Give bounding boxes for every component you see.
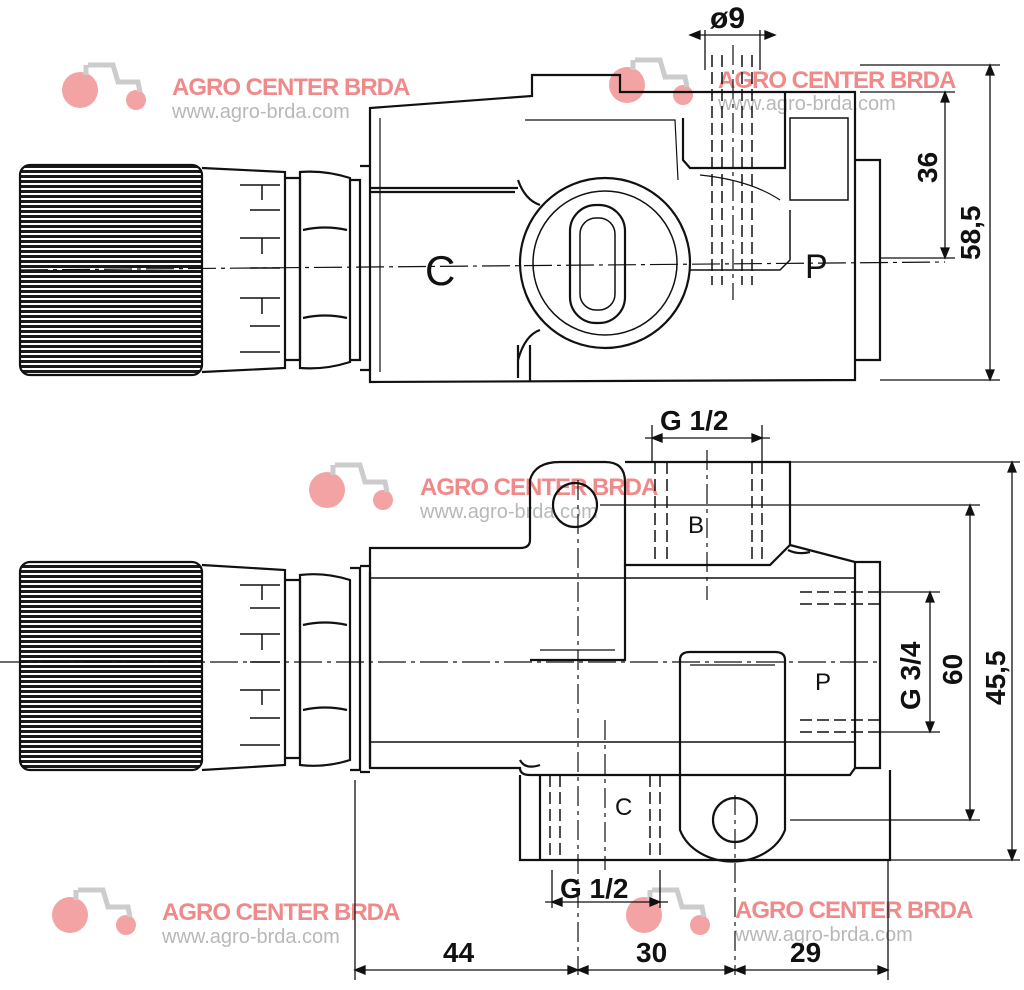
dim-bore-diameter: ø9	[710, 2, 745, 35]
port-hidden-lines	[549, 462, 880, 860]
watermark-url: www.agro-brda.com	[717, 93, 896, 115]
watermark-brand: AGRO CENTER BRDA	[735, 897, 973, 924]
dim-port-c-thread: G 1/2	[560, 873, 628, 904]
scale-collar	[201, 166, 287, 374]
watermark-brand: AGRO CENTER BRDA	[420, 474, 658, 501]
port-label-c-top: C	[425, 247, 455, 294]
dim-length-2: 30	[636, 937, 667, 968]
dimension-lines-top	[688, 30, 1000, 382]
rotary-boss	[518, 176, 692, 350]
watermark-top-right: AGRO CENTER BRDA www.agro-brda.com	[609, 60, 957, 115]
valve-body-top	[360, 73, 882, 384]
watermark-bottom-left: AGRO CENTER BRDA www.agro-brda.com	[52, 890, 401, 948]
dim-length-1: 44	[443, 937, 475, 968]
watermark-url: www.agro-brda.com	[161, 926, 340, 948]
dim-height-to-axis: 36	[912, 152, 943, 183]
port-label-p-front: P	[815, 669, 831, 696]
scale-collar-front	[201, 563, 287, 772]
watermark-url: www.agro-brda.com	[419, 501, 598, 523]
dim-port-spacing: 60	[937, 654, 968, 685]
dim-port-b-thread: G 1/2	[660, 405, 728, 436]
dim-length-3: 29	[790, 937, 821, 968]
valve-body-front	[360, 460, 892, 863]
hex-nut	[285, 170, 362, 370]
watermark-url: www.agro-brda.com	[171, 101, 350, 123]
watermark-top-left: AGRO CENTER BRDA www.agro-brda.com	[62, 65, 411, 123]
port-label-b: B	[688, 512, 704, 539]
watermark-middle: AGRO CENTER BRDA www.agro-brda.com	[309, 465, 659, 523]
dim-total-height-top: 58,5	[955, 206, 986, 261]
hex-nut-front	[285, 566, 362, 772]
dim-total-height-front: 45,5	[980, 651, 1011, 706]
knob-knurled-front	[18, 560, 204, 772]
tractor-icon	[52, 890, 136, 935]
tractor-icon	[309, 465, 393, 510]
dim-port-p-thread: G 3/4	[895, 641, 926, 710]
port-label-p-top: P	[805, 248, 828, 286]
tractor-icon	[626, 890, 710, 935]
tractor-icon	[609, 60, 693, 105]
top-view	[18, 45, 946, 384]
tractor-icon	[62, 65, 146, 110]
port-label-c-front: C	[615, 794, 632, 821]
watermark-brand: AGRO CENTER BRDA	[162, 899, 400, 926]
center-line-top	[19, 261, 946, 271]
watermark-bottom-right: AGRO CENTER BRDA www.agro-brda.com	[626, 890, 974, 946]
watermark-brand: AGRO CENTER BRDA	[718, 67, 956, 94]
watermark-brand: AGRO CENTER BRDA	[172, 74, 410, 101]
dimension-lines-front	[353, 425, 1020, 980]
front-view	[0, 450, 892, 975]
watermark-url: www.agro-brda.com	[734, 924, 913, 946]
